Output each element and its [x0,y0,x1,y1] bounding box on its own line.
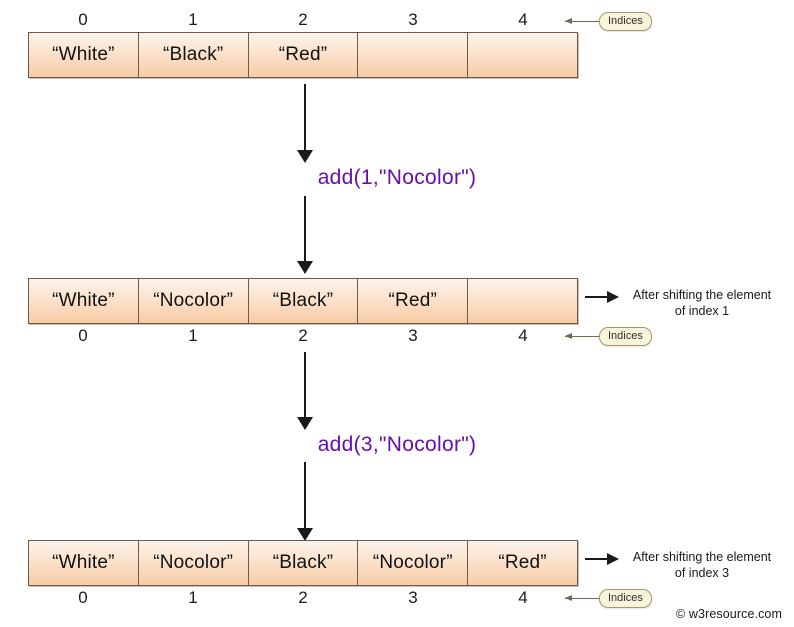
array-stage-after-add-3: “White” “Nocolor” “Black” “Nocolor” “Red… [28,540,578,610]
annotation-line-1: After shifting the element [632,550,772,564]
array-cell: “White” [29,33,139,77]
index-label-0: 0 [78,326,88,345]
index-label-2: 2 [298,10,308,29]
annotation-text: After shifting the element of index 1 [622,287,782,319]
right-arrow-icon [585,553,619,565]
array-cell: “Red” [358,279,469,323]
array-row: “White” “Nocolor” “Black” “Red” [28,278,578,324]
array-cell: “Nocolor” [358,541,469,585]
array-stage-initial: 0 1 2 3 4 “White” “Black” “Red” [28,8,578,78]
array-row: “White” “Nocolor” “Black” “Nocolor” “Red… [28,540,578,586]
index-row-bottom: 0 1 2 3 4 [28,586,578,610]
array-cell: “White” [29,541,139,585]
index-label-4: 4 [518,326,528,345]
annotation-text: After shifting the element of index 3 [622,549,782,581]
indices-callout-label: Indices [599,11,652,31]
left-arrow-icon [565,17,599,24]
index-label-2: 2 [298,326,308,345]
index-label-4: 4 [518,10,528,29]
array-cell [468,33,577,77]
array-cell: “White” [29,279,139,323]
array-cell: “Black” [249,279,359,323]
operation-label-add-1: add(1,"Nocolor") [317,166,477,189]
array-cell [468,279,577,323]
annotation-line-2: of index 1 [674,304,730,318]
index-label-1: 1 [188,10,198,29]
watermark: © w3resource.com [676,607,782,621]
annotation-after-add-1: After shifting the element of index 1 [585,287,782,319]
index-label-1: 1 [188,326,198,345]
array-cell: “Black” [139,33,249,77]
index-label-2: 2 [298,588,308,607]
index-row-top: 0 1 2 3 4 [28,8,578,32]
indices-callout-top: Indices [565,10,652,32]
index-label-3: 3 [408,588,418,607]
flow-arrow-2-upper [295,352,315,432]
indices-callout-bottom: Indices [565,587,652,609]
flow-arrow-2-lower [295,462,315,542]
array-cell: “Nocolor” [139,541,249,585]
array-cell: “Black” [249,541,359,585]
array-stage-after-add-1: “White” “Nocolor” “Black” “Red” 0 1 2 3 … [28,278,578,348]
indices-callout-label: Indices [599,326,652,346]
flow-arrow-1-upper [295,84,315,164]
indices-callout-middle: Indices [565,325,652,347]
flow-arrow-1-lower [295,196,315,276]
left-arrow-icon [565,594,599,601]
array-cell: “Nocolor” [139,279,249,323]
array-cell: “Red” [498,552,547,573]
annotation-after-add-3: After shifting the element of index 3 [585,549,782,581]
index-label-3: 3 [408,10,418,29]
index-label-0: 0 [78,10,88,29]
array-row: “White” “Black” “Red” [28,32,578,78]
annotation-line-2: of index 3 [674,566,730,580]
operation-label-add-3: add(3,"Nocolor") [317,433,477,456]
array-cell [358,33,469,77]
annotation-line-1: After shifting the element [632,288,772,302]
index-label-0: 0 [78,588,88,607]
left-arrow-icon [565,332,599,339]
index-label-4: 4 [518,588,528,607]
indices-callout-label: Indices [599,588,652,608]
index-label-1: 1 [188,588,198,607]
right-arrow-icon [585,291,619,303]
index-label-3: 3 [408,326,418,345]
array-cell: “Red” [249,33,359,77]
index-row-middle: 0 1 2 3 4 [28,324,578,348]
